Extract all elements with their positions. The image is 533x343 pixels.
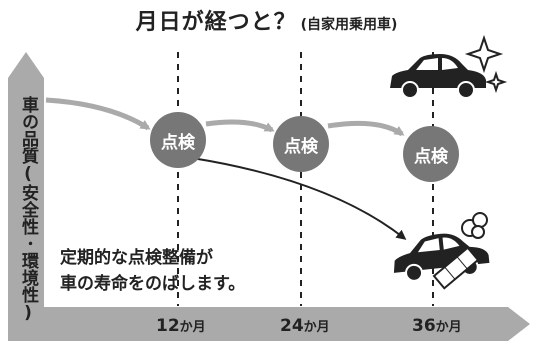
note-line-2: 車の寿命をのばします。 xyxy=(60,274,246,294)
title-sub: (自家用乗用車) xyxy=(300,17,398,33)
y-axis-label: 車の品質(安全性･環境性) xyxy=(18,96,38,323)
inspection-badge-24: 点検 xyxy=(273,116,329,172)
maintenance-note: 定期的な点検整備が 車の寿命をのばします。 xyxy=(60,245,245,297)
smoke-icon xyxy=(461,212,488,239)
note-line-1: 定期的な点検整備が xyxy=(60,248,213,268)
x-tick-24-unit: か月 xyxy=(303,320,330,335)
car-shiny-icon xyxy=(390,54,486,99)
sparkle-icon xyxy=(464,34,508,94)
gray-arrow-3 xyxy=(327,120,405,137)
x-tick-12-num: 12 xyxy=(156,316,180,336)
gray-arrow-2 xyxy=(205,119,275,133)
x-tick-12-unit: か月 xyxy=(179,320,206,335)
y-axis-arrow xyxy=(8,52,44,340)
x-tick-36-num: 36 xyxy=(412,316,436,336)
black-decline-arrow xyxy=(191,157,407,240)
inspection-badge-12: 点検 xyxy=(150,112,206,168)
bandage-icon xyxy=(432,246,480,290)
diagram-title: 月日が経つと？(自家用乗用車) xyxy=(0,4,533,36)
x-tick-24: 24か月 xyxy=(280,316,330,336)
x-tick-36-unit: か月 xyxy=(435,320,462,335)
x-tick-24-num: 24 xyxy=(280,316,304,336)
x-tick-12: 12か月 xyxy=(156,316,206,336)
title-main: 月日が経つと？ xyxy=(135,10,297,35)
x-tick-36: 36か月 xyxy=(412,316,462,336)
x-axis-arrow xyxy=(8,307,530,341)
gray-arrow-1 xyxy=(45,97,151,131)
inspection-badge-36: 点検 xyxy=(403,126,459,182)
